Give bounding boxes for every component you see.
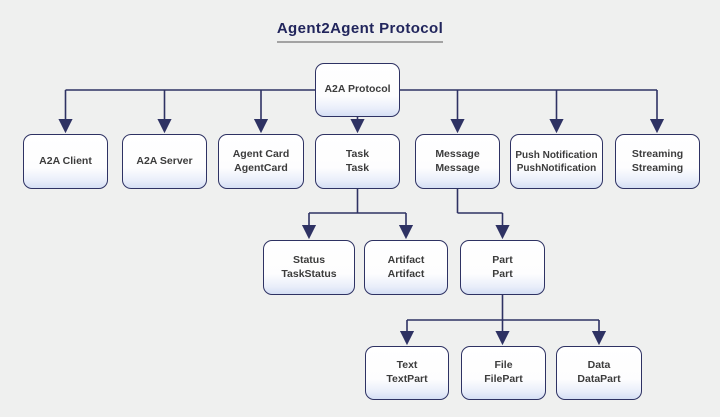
node-label: A2A Server <box>136 154 193 167</box>
node-label: Artifact <box>387 253 425 266</box>
node-artifact: Artifact Artifact <box>364 240 448 295</box>
node-sublabel: Artifact <box>387 267 425 280</box>
node-message: Message Message <box>415 134 500 189</box>
node-task: Task Task <box>315 134 400 189</box>
node-label: A2A Protocol <box>324 83 391 96</box>
node-sublabel: AgentCard <box>234 161 288 174</box>
node-file-part: File FilePart <box>461 346 546 400</box>
page-title: Agent2Agent Protocol <box>276 20 444 43</box>
node-data-part: Data DataPart <box>556 346 642 400</box>
node-sublabel: TextPart <box>386 373 428 385</box>
node-text-part: Text TextPart <box>365 346 449 400</box>
node-sublabel: Part <box>492 267 513 280</box>
node-label: Status <box>292 253 326 266</box>
node-a2a-server: A2A Server <box>122 134 207 189</box>
node-sublabel: Streaming <box>631 161 684 174</box>
node-agent-card: Agent Card AgentCard <box>218 134 304 189</box>
node-label: A2A Client <box>39 154 92 167</box>
node-label: Task <box>345 147 370 160</box>
node-sublabel: PushNotification <box>516 162 597 174</box>
node-a2a-client: A2A Client <box>23 134 108 189</box>
node-part: Part Part <box>460 240 545 295</box>
node-label: Message <box>435 147 480 160</box>
node-sublabel: DataPart <box>577 373 621 385</box>
node-label: Text <box>396 359 418 372</box>
node-label: Data <box>587 359 611 372</box>
node-push-notification: Push Notification PushNotification <box>510 134 603 189</box>
node-sublabel: Message <box>435 161 480 174</box>
node-label: Push Notification <box>515 149 598 161</box>
node-sublabel: TaskStatus <box>281 267 337 280</box>
node-label: File <box>494 359 513 372</box>
page-title-wrap: Agent2Agent Protocol <box>0 20 720 43</box>
node-label: Agent Card <box>232 147 290 160</box>
node-a2a-protocol: A2A Protocol <box>315 63 400 117</box>
node-sublabel: FilePart <box>484 373 523 385</box>
node-label: Streaming <box>631 147 684 160</box>
node-label: Part <box>492 253 513 266</box>
node-sublabel: Task <box>345 161 370 174</box>
node-streaming: Streaming Streaming <box>615 134 700 189</box>
node-task-status: Status TaskStatus <box>263 240 355 295</box>
